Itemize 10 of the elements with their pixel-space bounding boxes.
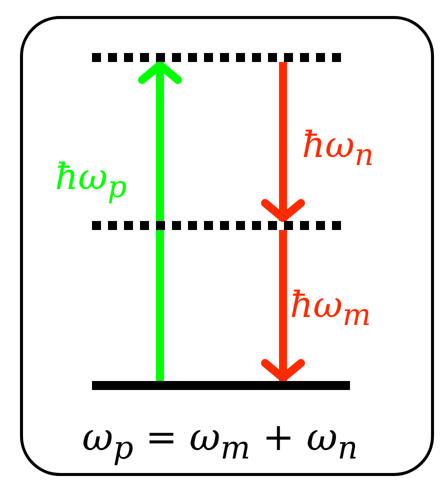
edge-label: ħω$_{m}$ [290, 288, 371, 332]
edge-label: ħω$_{n}$ [302, 128, 374, 172]
equation: ω$_{p}$ = ω$_{m}$ + ω$_{n}$ [81, 418, 359, 466]
transition-arrow [261, 62, 305, 222]
transition-arrow [138, 61, 182, 381]
transition-arrow [261, 230, 305, 382]
edge-label: ħω$_{p}$ [55, 160, 127, 204]
ground-level [92, 381, 350, 390]
virtual-level [92, 221, 342, 230]
virtual-level [92, 53, 342, 62]
